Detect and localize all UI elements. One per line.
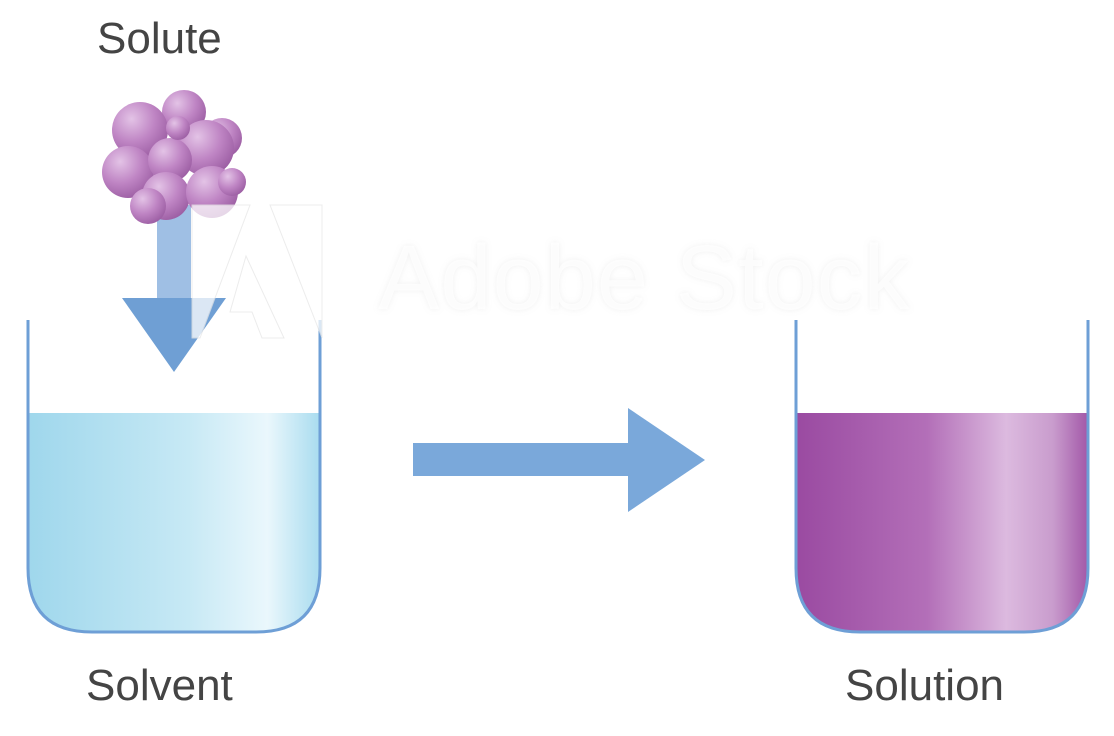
- adobe-logo-watermark: [191, 204, 323, 339]
- solution-beaker-icon: [794, 320, 1090, 634]
- solvent-beaker-icon: [26, 320, 322, 634]
- solution-label: Solution: [845, 661, 1005, 710]
- solvent-label: Solvent: [86, 661, 233, 710]
- solution-beaker-outline: [794, 320, 1090, 634]
- solute-particles-icon: [102, 90, 246, 224]
- solution-liquid: [796, 413, 1088, 632]
- right-arrow-icon: [413, 408, 705, 512]
- watermark-text: Adobe Stock: [378, 227, 911, 329]
- solvent-beaker-outline: [26, 320, 322, 634]
- solute-label: Solute: [97, 14, 222, 63]
- solvent-liquid: [28, 413, 320, 632]
